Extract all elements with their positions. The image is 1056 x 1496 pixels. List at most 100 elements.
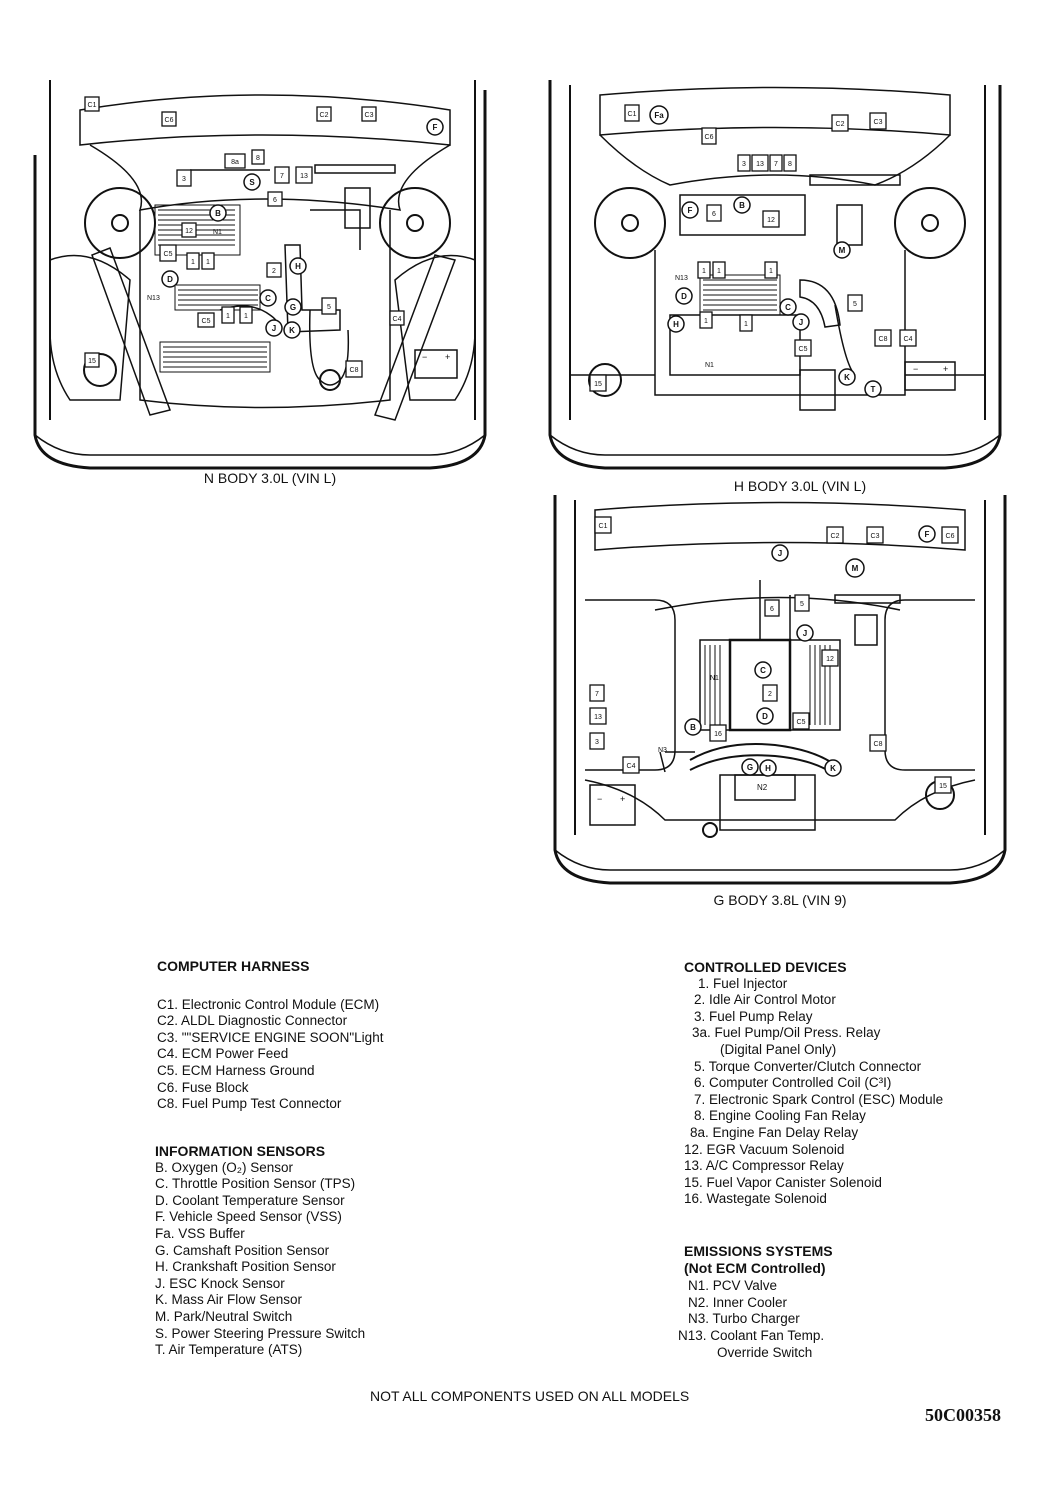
legend-item: B. Oxygen (O₂) Sensor [155, 1159, 294, 1175]
label-16: 16 [709, 724, 727, 742]
legend-item: 3a. Fuel Pump/Oil Press. Relay [692, 1025, 881, 1041]
svg-text:H: H [295, 262, 301, 271]
svg-text:8: 8 [788, 161, 792, 168]
legend-item: 1. Fuel Injector [698, 975, 788, 991]
label-h: H [667, 315, 685, 333]
label-h: H [759, 759, 777, 777]
label-n1: N1 [213, 229, 222, 236]
label-c5-lower: C5 [197, 312, 215, 328]
svg-text:C6: C6 [705, 134, 714, 141]
svg-text:C1: C1 [628, 111, 637, 118]
svg-text:C8: C8 [879, 336, 888, 343]
svg-text:D: D [762, 712, 768, 721]
svg-text:C2: C2 [836, 121, 845, 128]
svg-text:Fa: Fa [654, 111, 664, 120]
legend-item: 5. Torque Converter/Clutch Connector [694, 1058, 922, 1074]
legend-item: C1. Electronic Control Module (ECM) [157, 996, 380, 1012]
legend-emissions-systems: EMISSIONS SYSTEMS (Not ECM Controlled) N… [678, 1243, 833, 1361]
information-sensors-heading: INFORMATION SENSORS [155, 1143, 326, 1159]
legend-item: N13. Coolant Fan Temp. [678, 1327, 825, 1343]
label-6: 6 [764, 599, 780, 617]
svg-text:H: H [765, 764, 771, 773]
legend-item: (Digital Panel Only) [720, 1041, 837, 1057]
svg-text:K: K [830, 764, 836, 773]
label-j: J [792, 313, 810, 331]
label-1a: 1 [697, 261, 711, 279]
figure-code: 50C00358 [925, 1405, 1001, 1425]
label-g: G [284, 298, 302, 316]
label-g: G [741, 758, 759, 776]
svg-text:13: 13 [300, 173, 308, 180]
label-n1: N1 [710, 675, 719, 682]
label-f: F [681, 201, 699, 219]
svg-text:1: 1 [717, 268, 721, 275]
legend-item: 6. Computer Controlled Coil (C³I) [694, 1075, 892, 1091]
legend-item: 16. Wastegate Solenoid [684, 1191, 827, 1207]
svg-text:6: 6 [712, 211, 716, 218]
label-6: 6 [267, 191, 283, 207]
label-c1: C1 [594, 516, 612, 534]
svg-text:C5: C5 [799, 346, 808, 353]
label-k: K [838, 368, 856, 386]
emissions-systems-subheading: (Not ECM Controlled) [684, 1259, 826, 1276]
legend-item: C3. ""SERVICE ENGINE SOON"Light [157, 1029, 384, 1045]
svg-text:C1: C1 [599, 523, 608, 530]
h-body-caption: H BODY 3.0L (VIN L) [733, 478, 867, 494]
label-1a: 1 [186, 252, 200, 270]
label-15: 15 [589, 374, 607, 392]
label-1c: 1 [221, 306, 235, 324]
legend-item: 2. Idle Air Control Motor [694, 992, 836, 1008]
label-j: J [265, 319, 283, 337]
label-f: F [426, 118, 444, 136]
label-c2: C2 [316, 106, 332, 122]
svg-text:T: T [871, 385, 876, 394]
svg-text:+: + [445, 352, 450, 362]
svg-text:G: G [747, 763, 753, 772]
label-c4: C4 [389, 310, 405, 326]
label-c5: C5 [794, 339, 812, 357]
svg-text:G: G [290, 303, 296, 312]
svg-text:B: B [215, 209, 221, 218]
label-1b: 1 [201, 252, 215, 270]
g-body-diagram: − + C1 C2 C3 C6 6 5 12 2 7 13 3 16 C5 C8… [545, 490, 1015, 890]
label-2: 2 [762, 684, 778, 702]
legend-item: 12. EGR Vacuum Solenoid [684, 1141, 845, 1157]
svg-text:C6: C6 [165, 117, 174, 124]
svg-text:2: 2 [768, 691, 772, 698]
svg-text:S: S [249, 178, 255, 187]
label-m: M [845, 558, 865, 578]
svg-text:M: M [852, 564, 859, 573]
legend-item: C2. ALDL Diagnostic Connector [157, 1013, 348, 1029]
label-n2: N2 [757, 783, 768, 792]
label-c3: C3 [866, 526, 884, 544]
svg-text:1: 1 [206, 259, 210, 266]
legend-controlled-devices: CONTROLLED DEVICES 1. Fuel Injector 2. I… [684, 959, 943, 1208]
label-j-engine: J [796, 624, 814, 642]
svg-text:C2: C2 [831, 533, 840, 540]
svg-text:+: + [943, 364, 948, 374]
emissions-systems-heading: EMISSIONS SYSTEMS [684, 1243, 833, 1259]
svg-text:H: H [673, 320, 679, 329]
legend-item: 7. Electronic Spark Control (ESC) Module [694, 1091, 944, 1107]
legend-item: Fa. VSS Buffer [155, 1225, 245, 1241]
svg-text:C4: C4 [904, 336, 913, 343]
label-c: C [259, 289, 277, 307]
svg-text:5: 5 [327, 304, 331, 311]
label-n3: N3 [658, 747, 667, 754]
svg-text:12: 12 [767, 217, 775, 224]
svg-text:7: 7 [280, 173, 284, 180]
svg-text:+: + [620, 794, 625, 804]
svg-text:M: M [839, 246, 846, 255]
legend-item: C. Throttle Position Sensor (TPS) [155, 1176, 356, 1192]
legend-item: K. Mass Air Flow Sensor [155, 1292, 303, 1308]
label-c5: C5 [792, 712, 810, 730]
svg-text:C2: C2 [320, 112, 329, 119]
label-1c: 1 [764, 261, 778, 279]
svg-text:13: 13 [756, 161, 764, 168]
svg-text:J: J [803, 629, 807, 638]
svg-text:1: 1 [702, 268, 706, 275]
label-8: 8 [783, 154, 797, 172]
svg-text:−: − [422, 352, 427, 362]
svg-text:1: 1 [769, 268, 773, 275]
svg-text:J: J [799, 318, 803, 327]
